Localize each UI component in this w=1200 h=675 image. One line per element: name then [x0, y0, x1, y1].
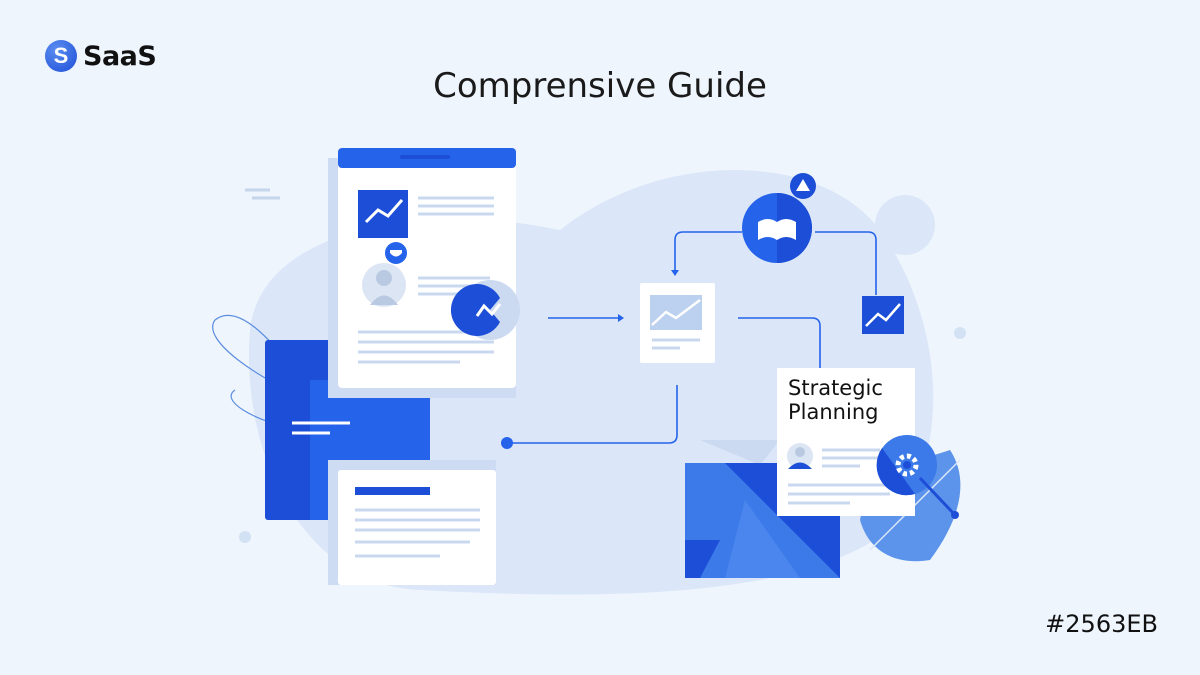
brand-name: SaaS	[83, 40, 157, 72]
logo-mark-icon: S	[45, 40, 77, 72]
card-heading: Strategic Planning	[788, 376, 883, 424]
brand-logo[interactable]: S SaaS	[45, 40, 157, 72]
page-title: Comprensive Guide	[433, 66, 767, 106]
analytics-circle-icon	[450, 284, 500, 337]
color-label: #2563EB	[1045, 610, 1158, 638]
trend-icon	[862, 296, 904, 334]
